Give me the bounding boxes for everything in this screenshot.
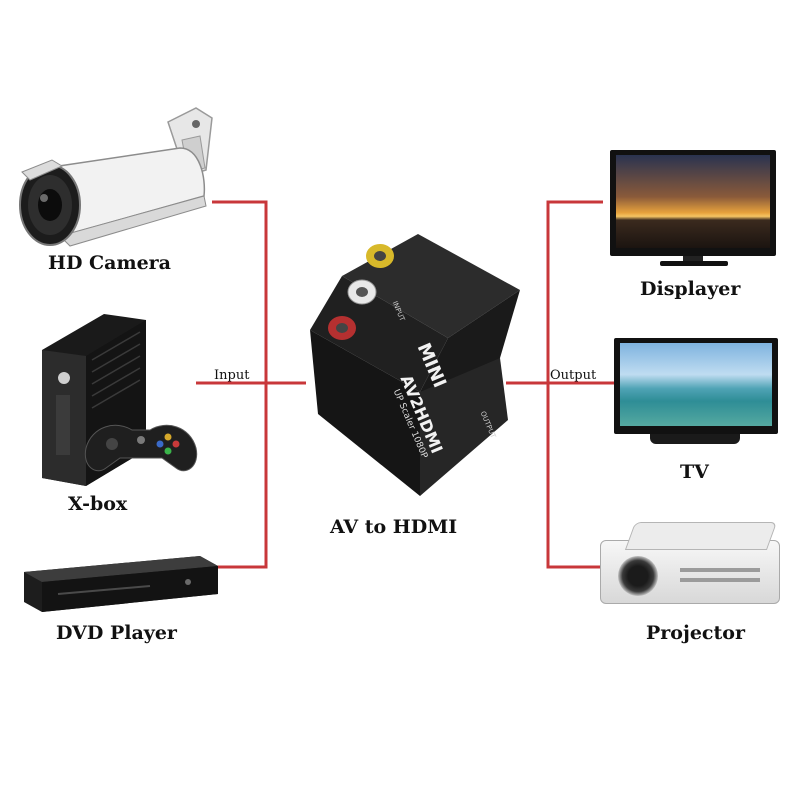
displayer-stand bbox=[683, 256, 703, 262]
camera-icon bbox=[19, 107, 213, 247]
rca-white-jack bbox=[347, 279, 377, 305]
displayer-base bbox=[660, 261, 728, 266]
label-input: Input bbox=[214, 368, 250, 383]
rca-red-jack bbox=[328, 316, 356, 340]
label-av-to-hdmi: AV to HDMI bbox=[330, 516, 458, 538]
wire-displayer bbox=[546, 200, 603, 383]
rca-yellow-jack bbox=[366, 244, 394, 268]
output-wires bbox=[506, 200, 615, 569]
label-hd-camera: HD Camera bbox=[48, 252, 171, 274]
label-dvd-player: DVD Player bbox=[56, 622, 177, 644]
dvd-player-icon bbox=[24, 556, 218, 612]
label-xbox: X-box bbox=[68, 493, 128, 515]
tv-icon bbox=[614, 338, 778, 434]
displayer-icon bbox=[610, 150, 776, 256]
input-wires bbox=[196, 200, 306, 569]
xbox-icon bbox=[42, 314, 198, 486]
wire-camera bbox=[212, 200, 268, 383]
projector-icon bbox=[600, 522, 780, 606]
label-displayer: Displayer bbox=[640, 278, 741, 300]
wire-dvd bbox=[212, 383, 268, 569]
converter-device-icon bbox=[310, 234, 520, 496]
label-output: Output bbox=[550, 368, 597, 383]
wire-projector bbox=[546, 383, 603, 569]
tv-stand bbox=[650, 434, 740, 444]
label-tv: TV bbox=[680, 461, 709, 483]
label-projector: Projector bbox=[646, 622, 745, 644]
